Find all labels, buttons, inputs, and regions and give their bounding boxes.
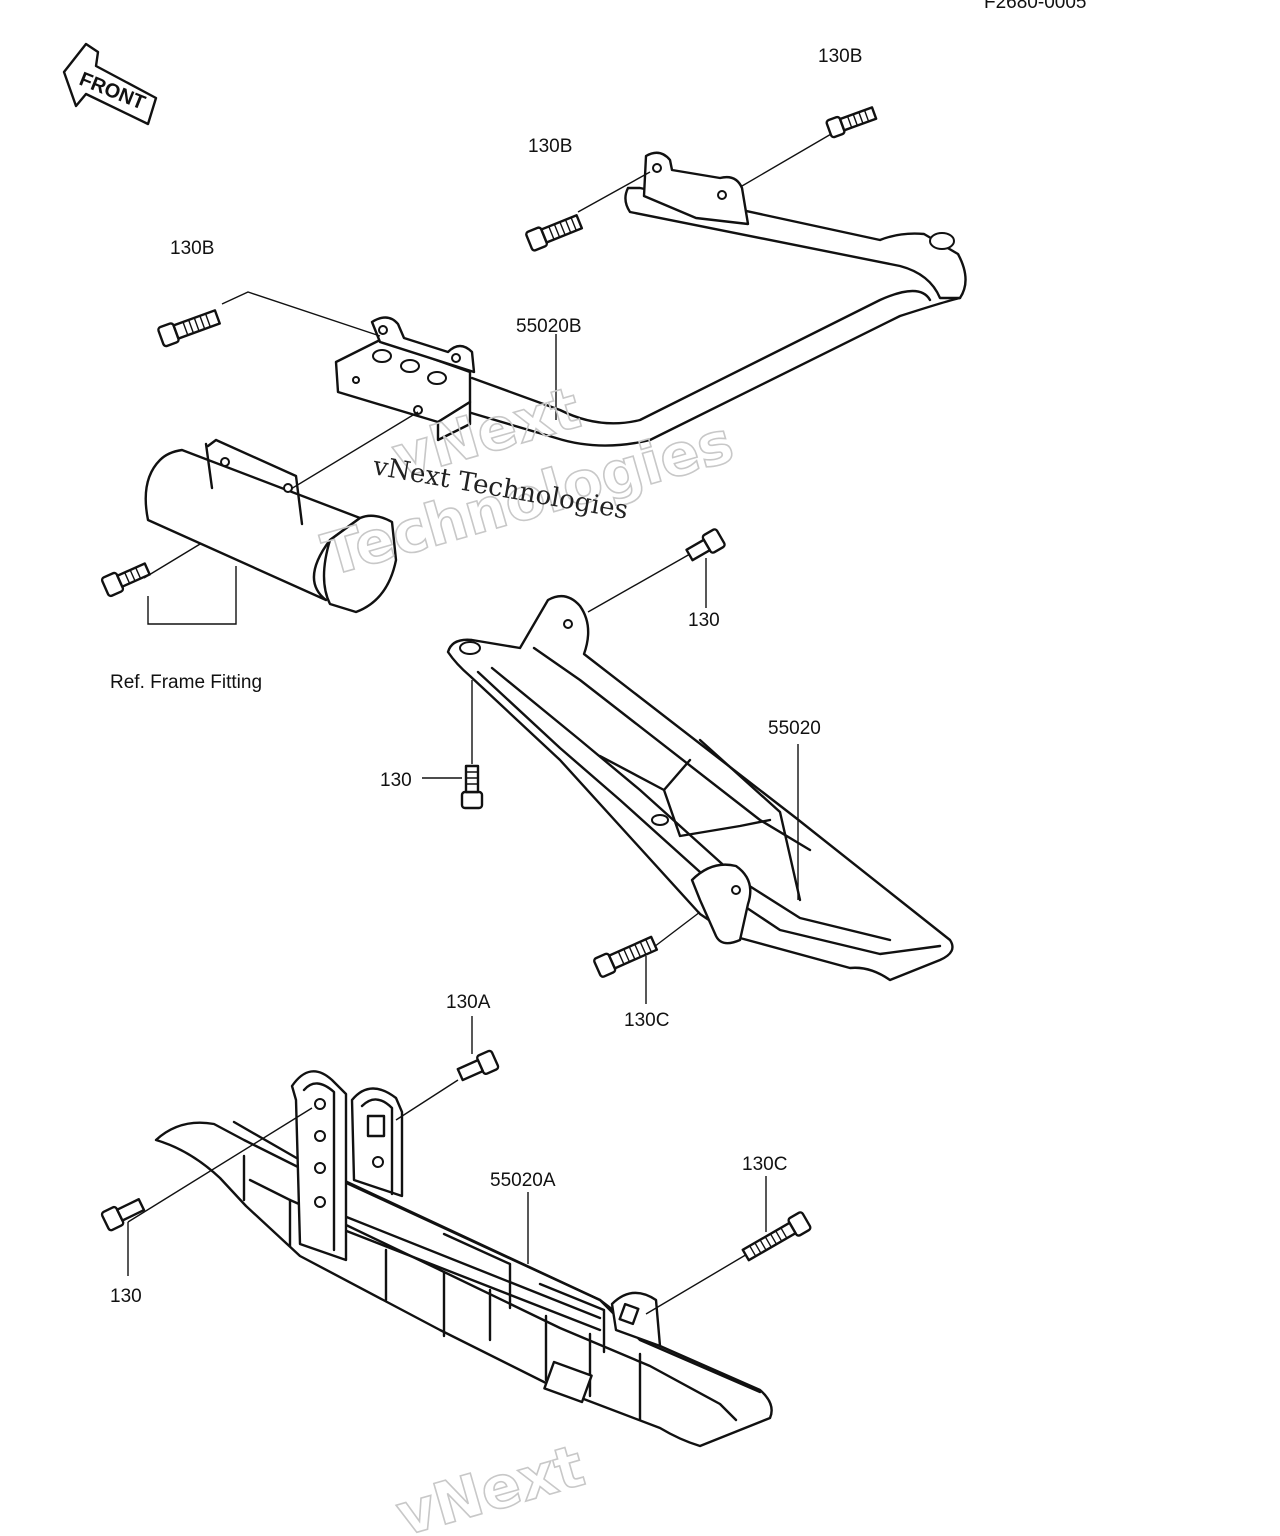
frame-fitting <box>144 438 398 625</box>
guard-55020 <box>446 594 954 982</box>
label-130-right: 130 <box>688 610 720 631</box>
label-130-bottom: 130 <box>110 1286 142 1307</box>
bolt-icon <box>460 764 484 810</box>
label-55020a: 55020A <box>490 1170 556 1191</box>
leaders-middle <box>422 553 799 1004</box>
bolt-icon <box>593 935 659 978</box>
label-55020b: 55020B <box>516 316 582 337</box>
label-130-left: 130 <box>380 770 412 791</box>
bolt-icon <box>685 528 726 562</box>
label-130b-top: 130B <box>818 46 862 67</box>
label-130a: 130A <box>446 992 491 1013</box>
label-130c-bottom: 130C <box>742 1154 787 1175</box>
front-arrow-icon: FRONT <box>62 42 158 126</box>
drawing-code: F2680-0005 <box>984 0 1086 13</box>
bolt-icon <box>157 309 221 348</box>
bolt-icon <box>100 562 151 598</box>
leaders-lower <box>127 1016 767 1315</box>
guard-55020b <box>334 151 967 447</box>
label-130b-mid: 130B <box>528 136 572 157</box>
label-55020: 55020 <box>768 718 821 739</box>
ref-frame-fitting-note: Ref. Frame Fitting <box>110 672 262 693</box>
bolt-icon <box>825 106 878 139</box>
watermark-bottom: vNext <box>389 1431 591 1536</box>
bolt-icon <box>100 1198 146 1232</box>
label-130c-mid: 130C <box>624 1010 669 1031</box>
label-130b-left: 130B <box>170 238 214 259</box>
bolt-icon <box>741 1211 812 1262</box>
bolt-icon <box>525 214 584 252</box>
guard-55020a <box>154 1070 773 1448</box>
bolt-icon <box>456 1049 500 1082</box>
